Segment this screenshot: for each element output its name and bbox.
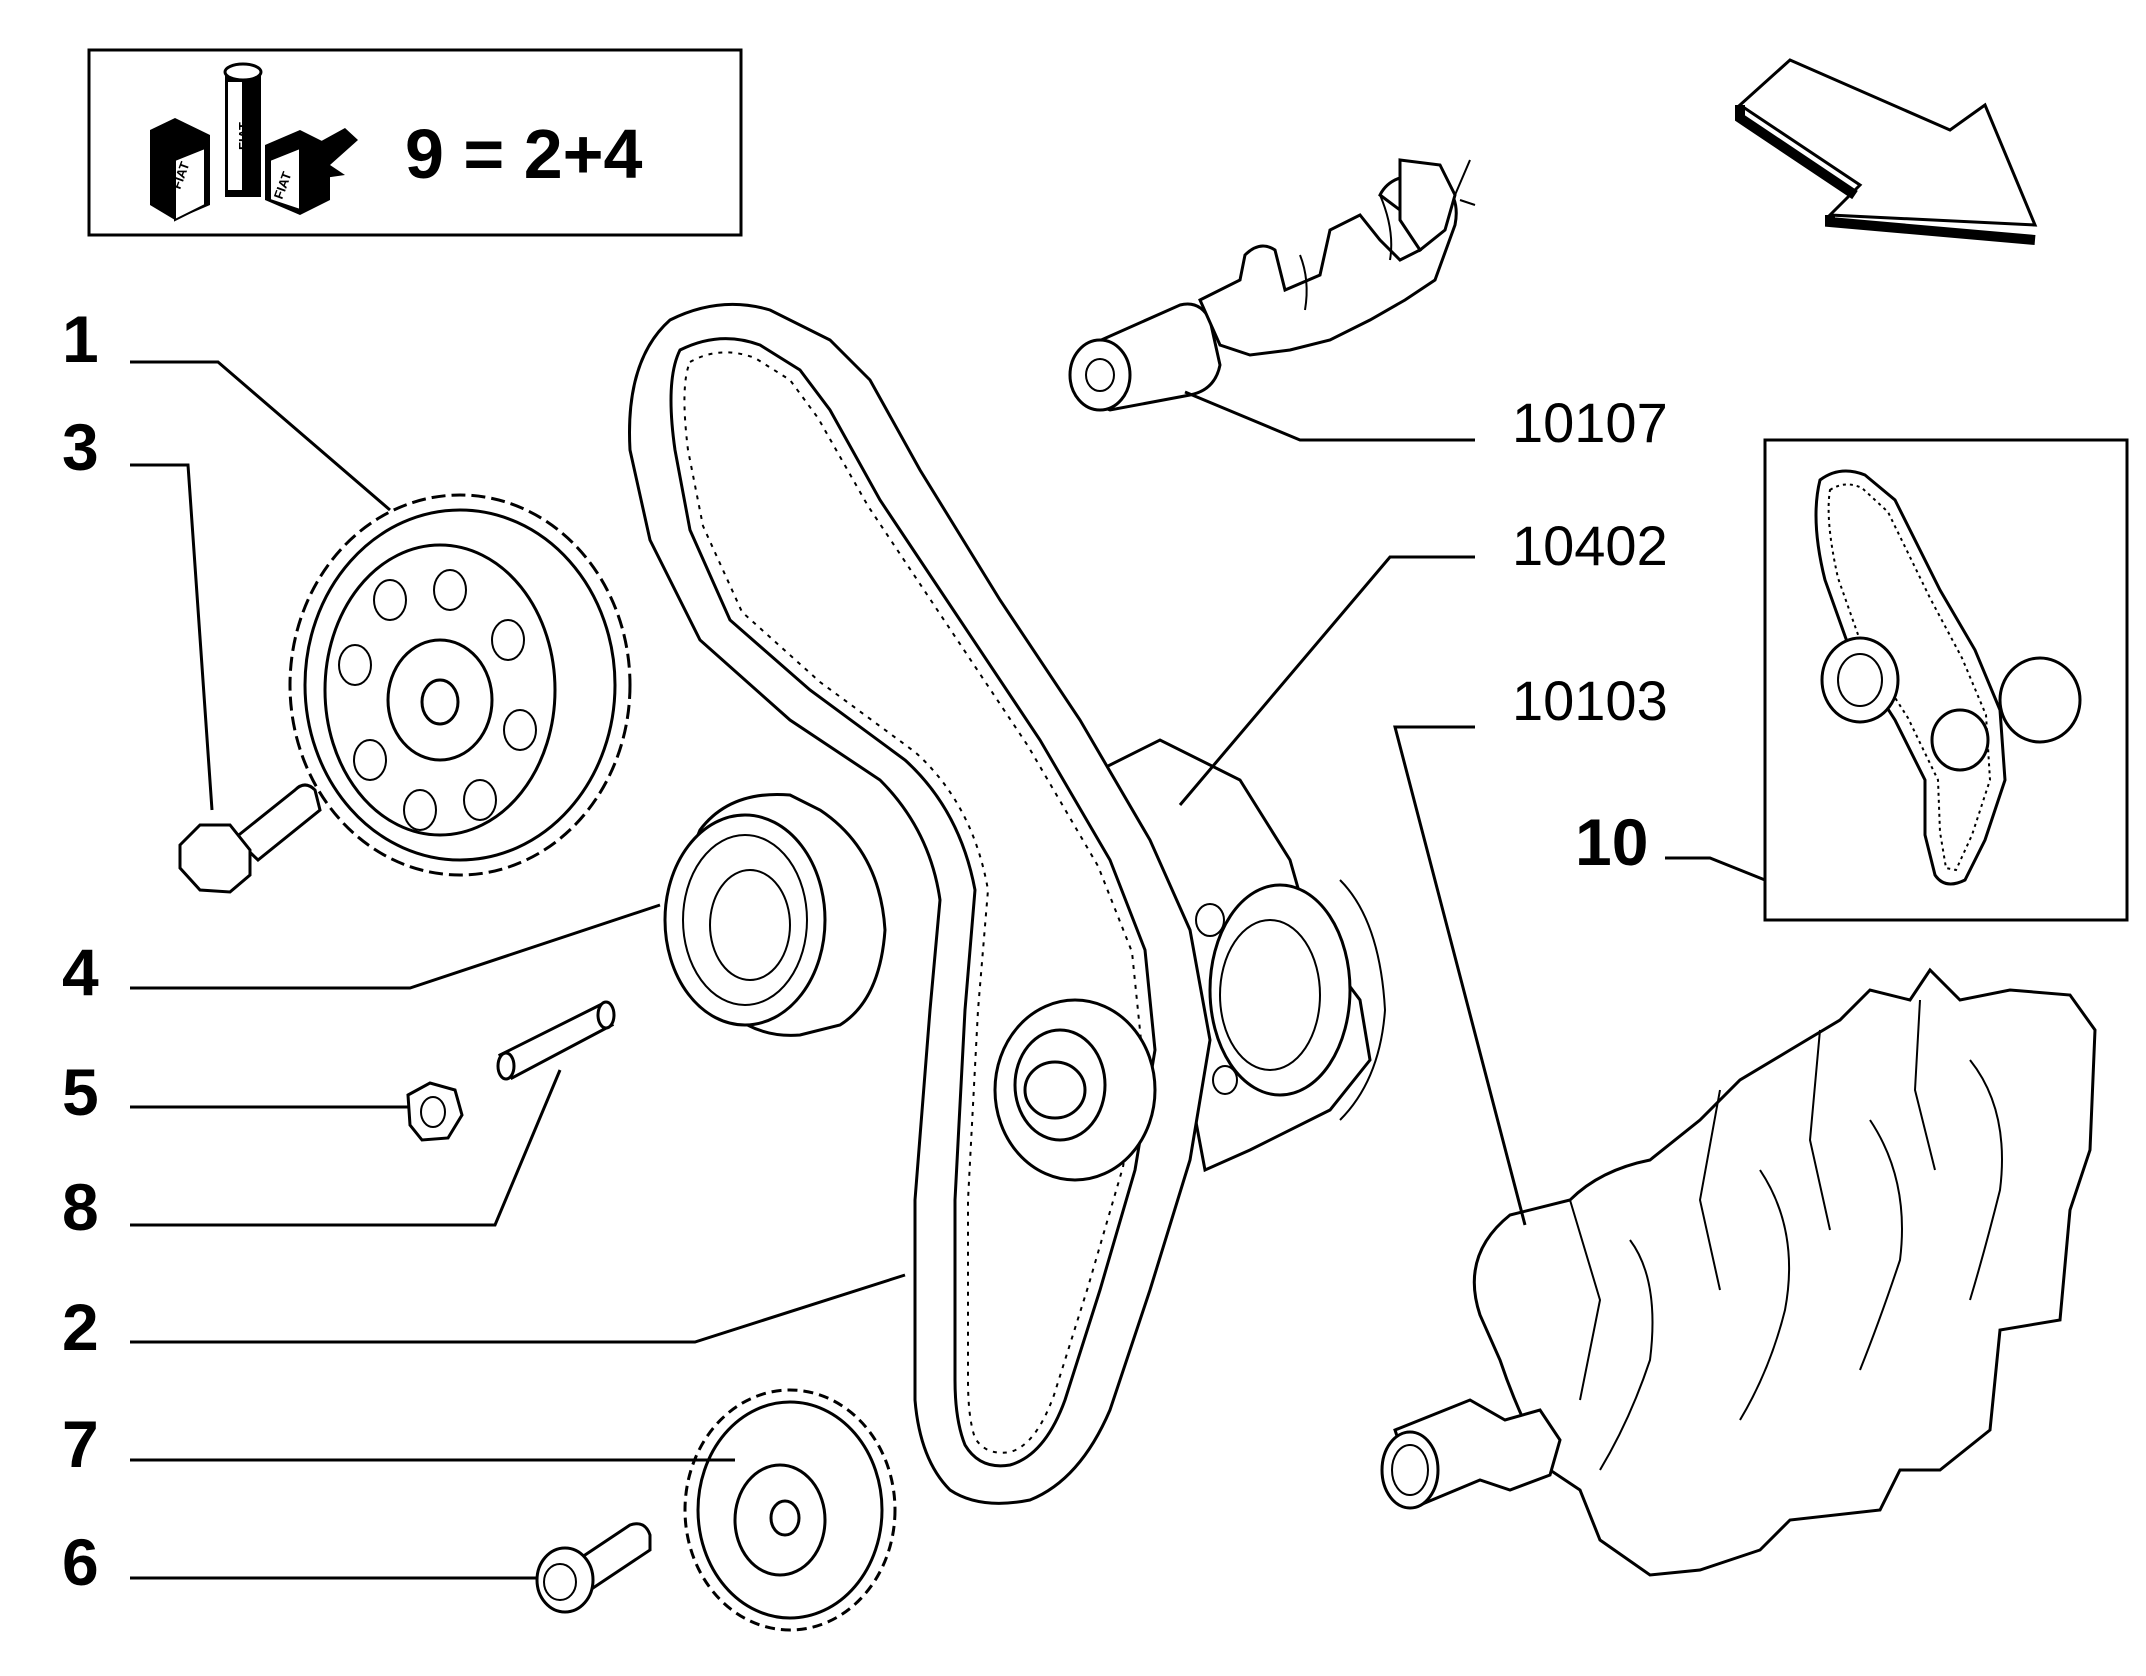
camshaft (1068, 158, 1476, 412)
ref-10402: 10402 (1512, 514, 1668, 577)
stud (496, 1000, 616, 1081)
crankshaft-sprocket (683, 1388, 897, 1632)
leader-lines (130, 360, 1766, 1580)
reference-labels: 10107 10402 10103 (1512, 391, 1668, 732)
callout-4: 4 (62, 935, 99, 1009)
callout-1: 1 (62, 302, 99, 376)
ref-10107: 10107 (1512, 391, 1668, 454)
callout-8: 8 (62, 1170, 99, 1244)
front-direction-arrow-icon (1735, 58, 2038, 245)
kit-formula: 9 = 2+4 (405, 115, 643, 193)
crankshaft (1380, 967, 2097, 1577)
callout-2: 2 (62, 1290, 99, 1364)
camshaft-pulley (288, 493, 632, 877)
kit-logo-icon: FIAT FIAT FIAT (150, 62, 358, 222)
callout-5: 5 (62, 1055, 99, 1129)
callout-6: 6 (62, 1525, 99, 1599)
callout-3: 3 (62, 410, 99, 484)
nut (406, 1081, 464, 1142)
bolt-6 (535, 1522, 652, 1614)
ref-10103: 10103 (1512, 669, 1668, 732)
timing-belt (628, 302, 1212, 1505)
bolt-3 (178, 783, 322, 894)
kit-box: FIAT FIAT FIAT 9 = 2+4 (87, 48, 743, 237)
callout-10: 10 (1575, 805, 1648, 879)
svg-text:FIAT: FIAT (236, 122, 251, 150)
idler-bearing (663, 792, 887, 1037)
kit-inset-box (1763, 438, 2129, 922)
callout-labels: 1 3 4 5 8 2 7 6 10 (62, 302, 1648, 1599)
callout-7: 7 (62, 1407, 99, 1481)
